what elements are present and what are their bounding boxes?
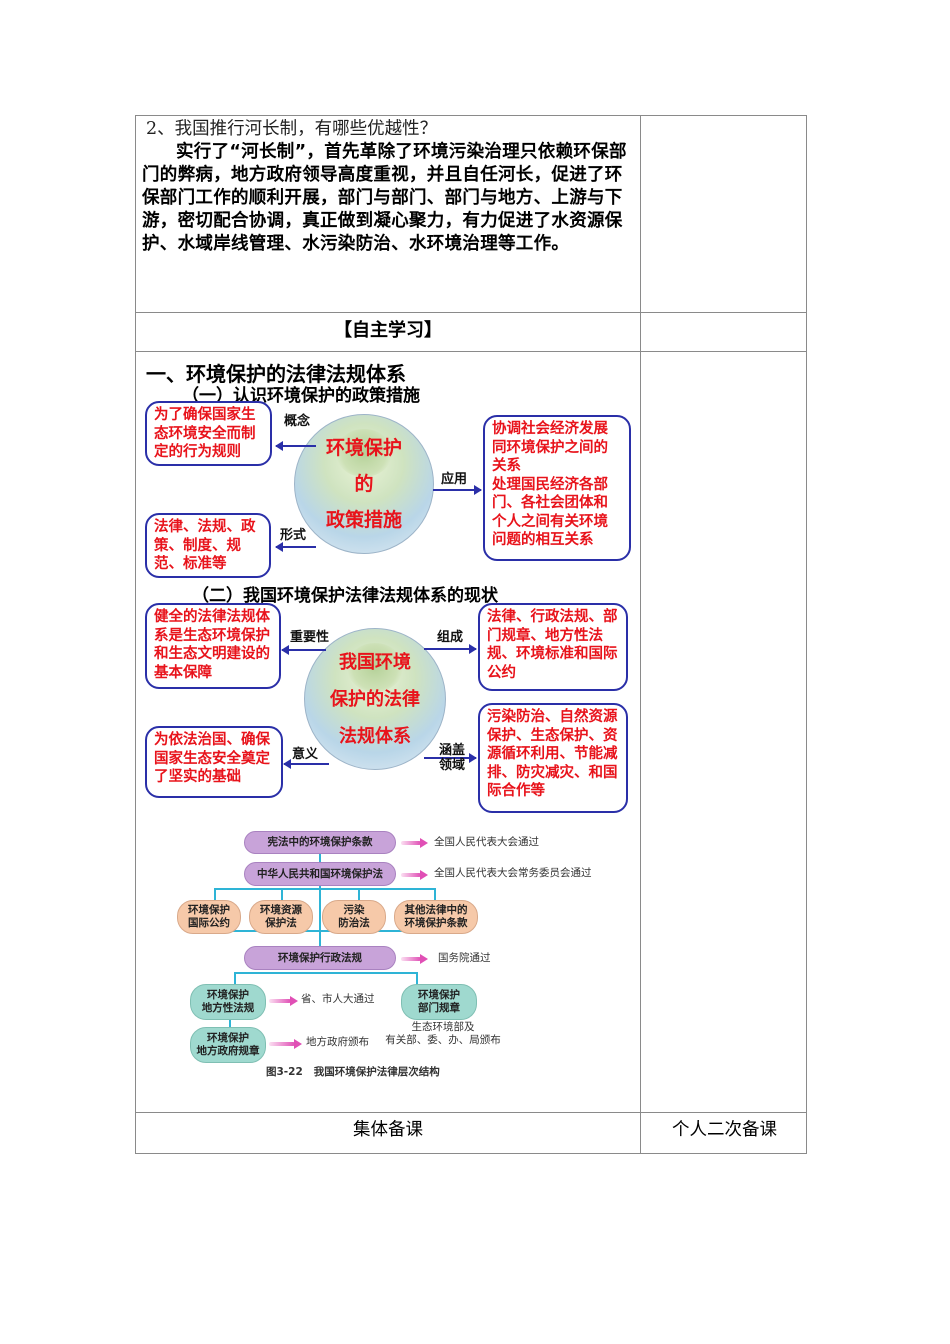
section-label: 【自主学习】 xyxy=(334,320,442,341)
importance-label: 重要性 xyxy=(290,630,330,645)
arrow-right-icon xyxy=(424,644,477,654)
constitution-clause-node: 宪法中的环境保护条款 xyxy=(244,831,396,854)
importance-box: 健全的法律法规体系是生态环境保护和生态文明建设的基本保障 xyxy=(145,603,281,689)
arrow-left-icon xyxy=(275,542,316,552)
coverage-label: 涵盖 领域 xyxy=(439,743,466,773)
connector-line xyxy=(234,972,416,974)
arrow-left-icon xyxy=(281,645,326,655)
form-label: 形式 xyxy=(280,528,307,543)
pink-arrow-icon xyxy=(401,954,428,964)
composition-box: 法律、行政法规、部门规章、地方性法规、环境标准和国际公约 xyxy=(478,603,628,691)
collective-prep-label: 集体备课 xyxy=(353,1120,423,1140)
circle-text-line: 政策措施 xyxy=(325,509,402,531)
intl-convention-node: 环境保护 国际公约 xyxy=(177,900,241,934)
circle-text-line: 法规体系 xyxy=(339,725,411,747)
dept-rules-note: 生态环境部及 有关部、委、办、局颁布 xyxy=(385,1021,501,1046)
lesson-plan-table: 2、我国推行河长制，有哪些优越性？ 实行了“河长制”，首先革除了环境污染治理只依… xyxy=(135,115,807,1154)
admin-regulation-node: 环境保护行政法规 xyxy=(244,946,396,970)
form-box: 法律、法规、政策、制度、规范、标准等 xyxy=(145,513,271,578)
concept-box: 为了确保国家生态环境安全而制定的行为规则 xyxy=(145,401,272,466)
significance-label: 意义 xyxy=(292,747,319,762)
local-regulation-note: 省、市人大通过 xyxy=(301,993,375,1005)
question-answer: 实行了“河长制”，首先革除了环境污染治理只依赖环保部门的弊病，地方政府领导高度重… xyxy=(142,142,627,254)
arrow-left-icon xyxy=(275,441,316,451)
policy-circle: 环境保护 的 政策措施 xyxy=(294,414,434,554)
connector-line xyxy=(416,972,418,986)
admin-regulation-note: 国务院通过 xyxy=(438,952,491,964)
circle-text-line: 的 xyxy=(354,473,374,495)
significance-box: 为依法治国、确保国家生态安全奠定了坚实的基础 xyxy=(145,726,283,798)
row-divider xyxy=(136,312,806,313)
application-box: 协调社会经济发展同环境保护之间的关系 处理国民经济各部门、各社会团体和个人之间有… xyxy=(483,415,631,561)
figure-caption: 图3-22 我国环境保护法律层次结构 xyxy=(266,1066,440,1078)
circle-text-line: 我国环境 xyxy=(339,651,411,673)
env-law-note: 全国人民代表大会常务委员会通过 xyxy=(434,867,592,879)
circle-text-line: 保护的法律 xyxy=(330,688,420,710)
local-regulation-node: 环境保护 地方性法规 xyxy=(190,984,266,1020)
question-title: 2、我国推行河长制，有哪些优越性？ xyxy=(146,119,438,139)
connector-line xyxy=(214,930,436,932)
pink-arrow-icon xyxy=(269,1039,302,1049)
pollution-control-law-node: 污染 防治法 xyxy=(322,900,386,934)
section-heading: 一、环境保护的法律法规体系 xyxy=(146,362,406,386)
row-divider xyxy=(136,1112,806,1113)
connector-line xyxy=(281,888,283,900)
connector-line xyxy=(214,888,434,890)
personal-prep-label: 个人二次备课 xyxy=(672,1120,777,1140)
composition-label: 组成 xyxy=(437,630,464,645)
local-gov-rules-node: 环境保护 地方政府规章 xyxy=(190,1027,266,1063)
concept-label: 概念 xyxy=(284,414,311,429)
pink-arrow-icon xyxy=(401,838,428,848)
pink-arrow-icon xyxy=(401,870,428,880)
application-label: 应用 xyxy=(441,472,468,487)
connector-line xyxy=(319,854,321,959)
dept-rules-node: 环境保护 部门规章 xyxy=(401,984,477,1020)
connector-line xyxy=(234,972,236,986)
arrow-right-icon xyxy=(433,485,482,495)
subheading-status: （二）我国环境保护法律法规体系的现状 xyxy=(192,586,498,606)
pink-arrow-icon xyxy=(269,996,298,1006)
arrow-right-icon xyxy=(424,753,477,763)
coverage-box: 污染防治、自然资源保护、生态保护、资源循环利用、节能减排、防灾减灾、和国际合作等 xyxy=(478,703,628,813)
globe-tree-image xyxy=(347,643,403,692)
circle-text-line: 环境保护 xyxy=(325,437,402,459)
column-divider xyxy=(640,116,641,1153)
law-system-circle: 我国环境 保护的法律 法规体系 xyxy=(304,628,446,770)
connector-line xyxy=(358,888,360,900)
env-protection-law-node: 中华人民共和国环境保护法 xyxy=(244,862,396,886)
row-divider xyxy=(136,351,806,352)
arrow-left-icon xyxy=(283,759,329,769)
resource-protection-law-node: 环境资源 保护法 xyxy=(249,900,313,934)
globe-tree-image xyxy=(336,428,392,478)
local-gov-rules-note: 地方政府颁布 xyxy=(306,1036,369,1048)
connector-line xyxy=(214,888,216,900)
connector-line xyxy=(229,1018,231,1028)
other-law-clauses-node: 其他法律中的 环境保护条款 xyxy=(394,900,478,934)
constitution-note: 全国人民代表大会通过 xyxy=(434,836,539,848)
